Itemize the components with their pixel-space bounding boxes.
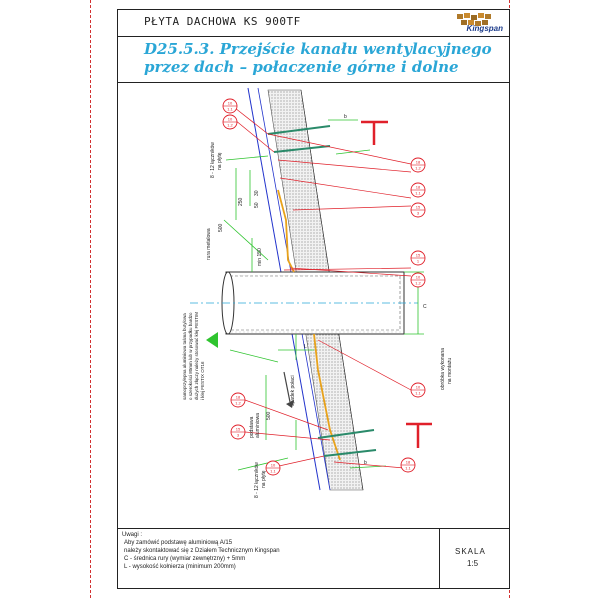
label-pipe: rura metalowa [206,228,212,260]
marker-10: 15 3 [230,424,246,440]
marker-1-bot: 1.1 [227,107,233,112]
kingspan-logo: Kingspan [451,12,503,34]
label-dim-500-top: 500 [218,223,224,232]
label-dim-c: C [423,304,427,310]
label-mastic-1: samoprzylepna aluminiowa taśma butylowa [182,313,187,400]
marker-6-bot: 1 [417,259,420,264]
marker-4-top: 18 [416,185,421,190]
label-fasteners-top: 8 - 12 łączników [210,142,216,178]
technical-drawing: 10 1.1 10 1.2 18 1.2 18 1.1 15 3 [182,87,453,498]
label-onsite-1: obróbka wykonana [440,348,446,390]
label-dim-b-bottom: b [364,460,367,466]
label-dim-l: L [304,344,307,350]
label-dim-250: 250 [238,197,244,206]
marker-8-bot: 1.1 [415,391,421,396]
header-title: PŁYTA DACHOWA KS 900TF [144,15,301,28]
label-fasteners-bottom-2: na płytę [261,470,267,488]
marker-10-bot: 3 [237,433,240,438]
title-rule [118,82,509,83]
scale-value: 1:5 [467,559,479,568]
marker-9: 18 1.2 [230,392,246,408]
marker-8-top: 10 [416,385,421,390]
slope-arrow-icon [283,371,294,408]
header-band: PŁYTA DACHOWA KS 900TF Kingspan [118,10,509,37]
marker-6: 15 1 [410,250,426,266]
label-mastic-2: o szerokości 80mm lub w przypadku bardzo [188,312,193,400]
marker-11-bot: 1.1 [270,469,276,474]
marker-5-top: 15 [416,205,421,210]
label-onsite-2: na montażu [447,358,453,384]
label-fasteners-bottom: 8 - 12 łączników [254,462,260,498]
marker-7-top: 10 [416,275,421,280]
marker-8: 10 1.1 [410,382,426,398]
scale-label: SKALA [455,547,486,556]
label-mastic-4: i klej FESTIX OT16 [200,361,205,400]
marker-12: 18 1.1 [400,457,416,473]
section-marker [206,332,218,348]
marker-5-bot: 3 [417,211,420,216]
drawing-sheet: PŁYTA DACHOWA KS 900TF Kingspan D25.5.3.… [117,9,510,589]
marker-12-top: 18 [406,460,411,465]
note-line-2: należy skontaktować się z Działem Techni… [124,548,280,554]
marker-3: 18 1.2 [410,157,426,173]
marker-1: 10 1.1 [222,98,238,114]
label-slope: spadek połaci [290,375,296,406]
label-dim-500-bottom: 500 [266,411,272,420]
label-dim-min150: min 150 [257,248,263,266]
note-line-3: C - średnica rury (wymiar zewnętrzny) + … [124,556,246,562]
section-title: D25.5.3. Przejście kanału wentylacyjnego… [144,40,492,76]
marker-10-top: 15 [236,427,241,432]
label-flashing: podstawa [249,416,255,438]
marker-9-top: 18 [236,395,241,400]
label-fasteners-top-2: na płytę [217,152,223,170]
marker-2-bot: 1.2 [227,123,233,128]
marker-2-top: 10 [228,117,233,122]
marker-11: 10 1.1 [265,460,281,476]
marker-11-top: 10 [271,463,276,468]
label-dim-b-top: b [344,114,347,120]
marker-3-bot: 1.2 [415,166,421,171]
label-flashing-2: aluminiowa [255,413,261,438]
section-title-line-1: D25.5.3. Przejście kanału wentylacyjnego [144,40,492,58]
logo-text: Kingspan [466,24,503,33]
label-mastic-3: dużych złączy należy stosować klej FESTI… [194,312,199,400]
notes-heading: Uwagi : [122,532,143,538]
fasteners-bottom [317,422,432,457]
marker-7: 10 1.2 [410,272,426,288]
marker-5: 15 3 [410,202,426,218]
upper-flashing [277,189,295,273]
lower-flashing [313,333,341,461]
marker-4: 18 1.1 [410,182,426,198]
section-title-line-2: przez dach – połaczenie górne i dolne [144,58,459,76]
fasteners-top [267,120,388,153]
marker-12-bot: 1.1 [405,466,411,471]
marker-1-top: 10 [228,101,233,106]
label-dim-50: 50 [254,202,260,208]
scale-box: SKALA 1:5 [439,528,509,589]
note-line-1: Aby zamówić podstawę aluminiową A/15 [124,540,233,546]
notes-box: Uwagi : Aby zamówić podstawę aluminiową … [118,528,440,589]
marker-4-bot: 1.1 [415,191,421,196]
marker-9-bot: 1.2 [235,401,241,406]
marker-2: 10 1.2 [222,114,238,130]
marker-7-bot: 1.2 [415,281,421,286]
note-line-4: L - wysokość kołnierza (minimum 200mm) [124,564,236,570]
marker-6-top: 15 [416,253,421,258]
leader-lines [234,107,412,469]
label-dim-30: 30 [254,190,260,196]
marker-3-top: 18 [416,160,421,165]
logo-mark-icon [457,13,491,26]
